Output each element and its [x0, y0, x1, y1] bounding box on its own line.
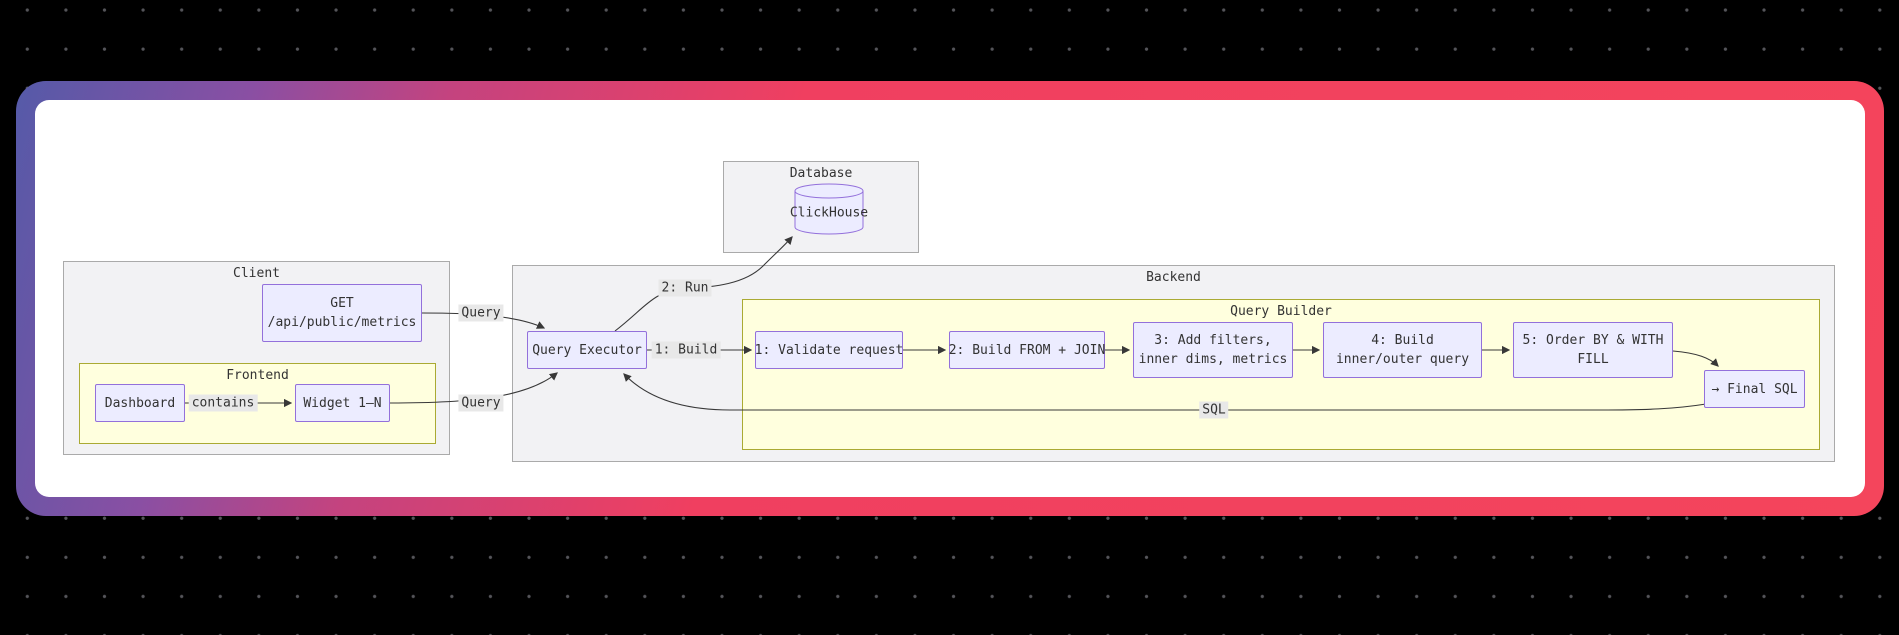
- node-add-filters: 3: Add filters, inner dims, metrics: [1133, 322, 1293, 378]
- cluster-backend-label: Backend: [1146, 270, 1201, 285]
- cluster-query-builder-label: Query Builder: [1230, 304, 1332, 319]
- node-final-sql-label: → Final SQL: [1711, 381, 1798, 397]
- node-widget: Widget 1–N: [295, 384, 390, 422]
- node-dashboard: Dashboard: [95, 384, 185, 422]
- edge-label-contains: contains: [188, 394, 258, 412]
- edge-label-query-top: Query: [458, 304, 504, 322]
- node-get-line1: GET: [330, 296, 354, 311]
- node-query-executor: Query Executor: [527, 331, 647, 369]
- edge-label-sql: SQL: [1199, 401, 1229, 419]
- node-dashboard-label: Dashboard: [104, 395, 176, 411]
- edge-label-run: 2: Run: [658, 279, 712, 297]
- node-get-endpoint: GET /api/public/metrics: [262, 284, 422, 342]
- node-build-inner-outer-line2: inner/outer query: [1335, 352, 1470, 367]
- node-query-executor-label: Query Executor: [532, 342, 642, 358]
- node-add-filters-line1: 3: Add filters,: [1154, 333, 1272, 348]
- cluster-frontend-label: Frontend: [226, 368, 289, 383]
- edge-label-query-bottom: Query: [458, 394, 504, 412]
- node-build-from-join-label: 2: Build FROM + JOIN: [948, 342, 1106, 358]
- node-get-line2: /api/public/metrics: [267, 315, 417, 330]
- cluster-database-label: Database: [789, 166, 853, 181]
- node-add-filters-line2: inner dims, metrics: [1138, 352, 1288, 367]
- node-final-sql: → Final SQL: [1704, 370, 1805, 408]
- node-clickhouse-label: ClickHouse: [789, 205, 869, 221]
- node-validate-request: 1: Validate request: [755, 331, 903, 369]
- node-build-from-join: 2: Build FROM + JOIN: [949, 331, 1105, 369]
- cluster-client-label: Client: [233, 266, 280, 281]
- node-order-by-with-fill-line2: FILL: [1577, 352, 1609, 367]
- node-widget-label: Widget 1–N: [303, 395, 382, 411]
- node-validate-request-label: 1: Validate request: [754, 342, 904, 358]
- edge-label-build: 1: Build: [651, 341, 721, 359]
- node-build-inner-outer: 4: Build inner/outer query: [1323, 322, 1482, 378]
- node-order-by-with-fill: 5: Order BY & WITH FILL: [1513, 322, 1673, 378]
- node-order-by-with-fill-line1: 5: Order BY & WITH: [1522, 333, 1664, 348]
- node-build-inner-outer-line1: 4: Build: [1371, 333, 1434, 348]
